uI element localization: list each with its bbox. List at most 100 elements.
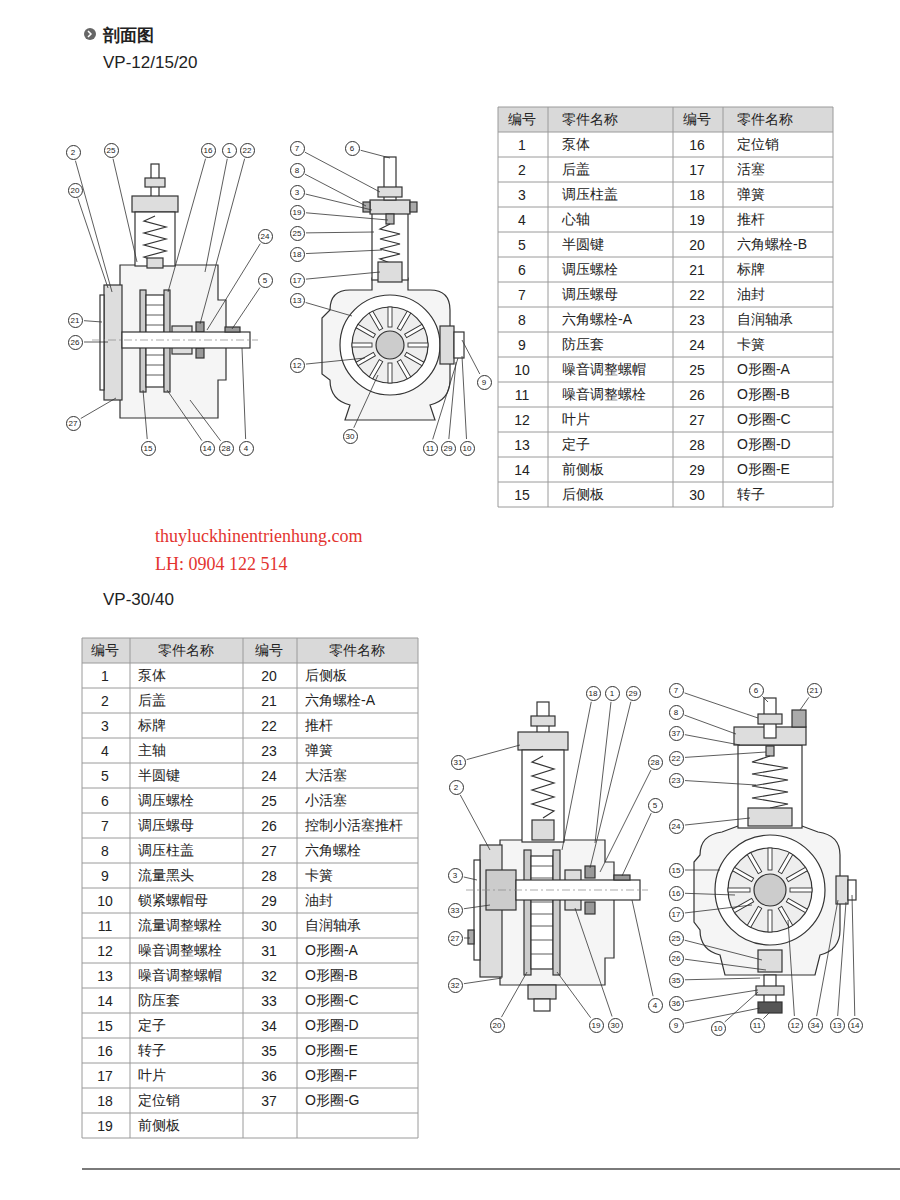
parts-table-grid [82, 638, 418, 1138]
callout-number: 4 [648, 998, 663, 1013]
leader-line [685, 752, 766, 757]
heading-bullet [84, 28, 96, 40]
leader-line [632, 900, 653, 996]
leader-line [685, 1008, 760, 1023]
vane [790, 888, 812, 892]
part-number: 1 [498, 132, 548, 157]
part-name: 油封 [297, 888, 418, 913]
part-number: 31 [243, 938, 297, 963]
pump-side-section [466, 702, 648, 1011]
part-name: 流量黑头 [130, 863, 243, 888]
vane [405, 324, 424, 337]
callout-number: 3 [448, 868, 463, 883]
part-number: 3 [498, 182, 548, 207]
part-name: O形圈-D [723, 432, 833, 457]
leader-line [75, 161, 112, 292]
part-number: 25 [243, 788, 297, 813]
part-name: 推杆 [297, 713, 418, 738]
part-number: 26 [673, 382, 723, 407]
callout-number: 14 [200, 441, 215, 456]
lock-nut [756, 986, 784, 995]
leader-line [622, 813, 651, 876]
footer-rule [82, 1168, 900, 1170]
spring [752, 756, 788, 808]
part-number: 4 [498, 207, 548, 232]
callout-number: 25 [669, 931, 684, 946]
table-header: 编号 [673, 107, 723, 132]
part-name: 调压柱盖 [130, 838, 243, 863]
callout-number: 36 [669, 996, 684, 1011]
piston [378, 262, 402, 282]
callout-number: 5 [648, 798, 663, 813]
vane-hatch [531, 866, 553, 954]
callout-number: 30 [343, 429, 358, 444]
part-number: 7 [82, 813, 130, 838]
vane [733, 867, 754, 881]
leader-line [464, 978, 502, 984]
noise-boss [836, 876, 848, 904]
leader-line [462, 340, 480, 374]
watermark-url: thuyluckhinentrienhung.com [155, 526, 362, 548]
leader-line [354, 375, 378, 428]
part-number: 21 [673, 257, 723, 282]
rotor [352, 307, 428, 383]
part-name: 调压柱盖 [548, 182, 673, 207]
leader-line [242, 348, 246, 439]
part-number: 2 [82, 688, 130, 713]
callout-number: 5 [258, 273, 273, 288]
callout-number: 16 [201, 143, 216, 158]
callout-number: 12 [788, 1018, 803, 1033]
adjust-nut [145, 178, 165, 187]
vane [768, 910, 772, 932]
part-number: 23 [673, 307, 723, 332]
callout-number: 29 [441, 441, 456, 456]
centre-line [92, 340, 258, 341]
part-number: 10 [498, 357, 548, 382]
part-name: 主轴 [130, 738, 243, 763]
part-number: 11 [82, 913, 130, 938]
pump-body [500, 840, 614, 985]
callout-number: 1 [605, 686, 620, 701]
leader-line [205, 159, 227, 272]
part-name: 标牌 [130, 713, 243, 738]
leader-line [81, 398, 116, 418]
part-name: 自润轴承 [723, 307, 833, 332]
callout-number: 11 [423, 441, 438, 456]
part-number: 5 [82, 763, 130, 788]
callout-number: 33 [448, 903, 463, 918]
part-name: 叶片 [130, 1063, 243, 1088]
hex-bolt [468, 930, 474, 944]
leader-line [800, 697, 809, 710]
bullet-disc [84, 28, 96, 40]
part-name: 半圆键 [130, 763, 243, 788]
part-number: 29 [243, 888, 297, 913]
part-name: 六角螺栓-A [548, 307, 673, 332]
flow-head [534, 999, 550, 1011]
callout-number: 19 [589, 1018, 604, 1033]
part-number: 34 [243, 1013, 297, 1038]
part-number: 16 [673, 132, 723, 157]
leader-line [84, 321, 102, 322]
part-name: 弹簧 [723, 182, 833, 207]
callout-number: 27 [448, 931, 463, 946]
leader-line [557, 972, 591, 1018]
push-rod [386, 214, 394, 224]
leader-line [685, 893, 735, 895]
rear-cover [480, 845, 502, 977]
part-number: 25 [673, 357, 723, 382]
part-number: 16 [82, 1038, 130, 1063]
callout-number: 26 [68, 335, 83, 350]
leader-line [501, 972, 527, 1017]
adjust-nut [378, 187, 402, 197]
callout-number: 7 [669, 683, 684, 698]
shaft-end [376, 331, 404, 359]
part-name: 卡簧 [723, 332, 833, 357]
callout-number: 15 [669, 863, 684, 878]
leader-line [685, 818, 750, 825]
callout-number: 20 [68, 183, 83, 198]
part-name: O形圈-G [297, 1088, 418, 1113]
leader-line [306, 303, 352, 316]
part-number: 15 [498, 482, 548, 507]
part-number: 13 [498, 432, 548, 457]
callout-number: 22 [669, 751, 684, 766]
